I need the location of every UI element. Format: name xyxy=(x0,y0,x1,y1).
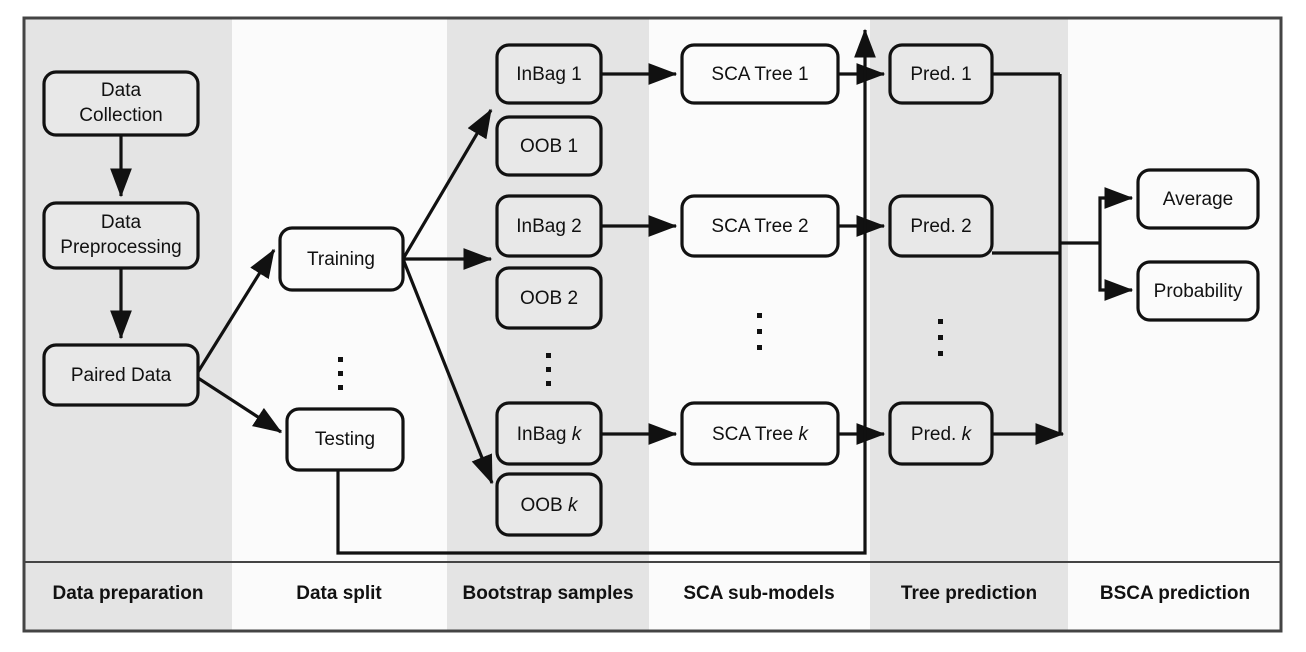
band-bsca-prediction xyxy=(1068,18,1281,631)
edge-training-to-inbag1 xyxy=(401,108,493,260)
node-label: Probability xyxy=(1154,281,1243,302)
node-label: Testing xyxy=(315,429,375,450)
node-label-prefix: Pred. xyxy=(910,64,961,85)
node-label: OOB 2 xyxy=(520,288,578,309)
node-label: Data xyxy=(101,80,142,101)
band-sca-sub-models xyxy=(649,18,870,631)
node-inbag-1[interactable]: InBag 1 xyxy=(495,43,603,105)
node-label-prefix: InBag xyxy=(517,424,572,445)
node-label-prefix: SCA Tree xyxy=(711,216,798,237)
node-label: OOB 1 xyxy=(520,136,578,157)
node-data-preprocessing[interactable]: Data Preprocessing xyxy=(42,201,200,270)
node-label-index: 2 xyxy=(571,216,582,237)
ellipsis-sca xyxy=(757,313,762,350)
node-sca-tree-2[interactable]: SCA Tree 2 xyxy=(680,194,840,258)
node-label-index: k xyxy=(962,424,973,445)
node-label-prefix: OOB xyxy=(520,136,568,157)
node-oob-1[interactable]: OOB 1 xyxy=(495,115,603,177)
node-sca-tree-k[interactable]: SCA Tree k xyxy=(680,401,840,466)
node-label-index: 1 xyxy=(798,64,809,85)
node-label-index: 2 xyxy=(961,216,972,237)
node-label-prefix: InBag xyxy=(516,64,571,85)
node-pred-k[interactable]: Pred. k xyxy=(888,401,994,466)
node-label: InBag 2 xyxy=(516,216,582,237)
node-label: Preprocessing xyxy=(60,237,181,258)
node-label-index: 1 xyxy=(961,64,972,85)
node-label-index: k xyxy=(799,424,810,445)
edge-collector-to-average xyxy=(1098,187,1134,243)
ellipsis-data-split xyxy=(338,357,343,390)
node-training[interactable]: Training xyxy=(278,226,405,292)
band-label-sca-sub-models: SCA sub-models xyxy=(683,583,834,604)
node-testing[interactable]: Testing xyxy=(285,407,405,472)
node-paired-data[interactable]: Paired Data xyxy=(42,343,200,407)
node-label: Pred. k xyxy=(911,424,973,445)
node-label-index: 2 xyxy=(798,216,809,237)
node-label: SCA Tree 1 xyxy=(711,64,808,85)
node-pred-2[interactable]: Pred. 2 xyxy=(888,194,994,258)
edge-collector-to-probability xyxy=(1098,243,1134,301)
node-label-prefix: OOB xyxy=(520,495,568,516)
edge-paired-to-testing xyxy=(197,376,283,434)
node-label: Pred. 1 xyxy=(910,64,971,85)
node-probability[interactable]: Probability xyxy=(1136,260,1260,322)
node-pred-1[interactable]: Pred. 1 xyxy=(888,43,994,105)
node-average[interactable]: Average xyxy=(1136,168,1260,230)
edge-training-to-oobk xyxy=(401,258,494,485)
node-label: InBag k xyxy=(517,424,583,445)
node-label: Collection xyxy=(79,105,162,126)
band-label-bootstrap-samples: Bootstrap samples xyxy=(462,583,633,604)
node-label-prefix: SCA Tree xyxy=(712,424,799,445)
node-label: OOB k xyxy=(520,495,579,516)
band-label-bsca-prediction: BSCA prediction xyxy=(1100,583,1250,604)
node-label-index: 1 xyxy=(571,64,582,85)
node-label: Data xyxy=(101,212,142,233)
node-label-index: 1 xyxy=(567,136,578,157)
node-inbag-k[interactable]: InBag k xyxy=(495,401,603,466)
node-label-index: 2 xyxy=(567,288,578,309)
node-oob-2[interactable]: OOB 2 xyxy=(495,266,603,330)
node-label: SCA Tree k xyxy=(712,424,810,445)
node-label: Training xyxy=(307,249,375,270)
band-label-data-preparation: Data preparation xyxy=(53,583,204,604)
node-label: InBag 1 xyxy=(516,64,582,85)
node-label-index: k xyxy=(568,495,579,516)
band-label-tree-prediction: Tree prediction xyxy=(901,583,1037,604)
ellipsis-bootstrap xyxy=(546,353,551,386)
node-label: Paired Data xyxy=(71,365,172,386)
node-label-prefix: Pred. xyxy=(911,424,962,445)
node-sca-tree-1[interactable]: SCA Tree 1 xyxy=(680,43,840,105)
node-oob-k[interactable]: OOB k xyxy=(495,472,603,537)
node-inbag-2[interactable]: InBag 2 xyxy=(495,194,603,258)
node-label: Average xyxy=(1163,189,1233,210)
node-label-prefix: Pred. xyxy=(910,216,961,237)
node-data-collection[interactable]: Data Collection xyxy=(42,70,200,137)
band-label-data-split: Data split xyxy=(296,583,382,604)
ellipsis-pred xyxy=(938,319,943,356)
frame-border xyxy=(22,16,1283,633)
node-label-index: k xyxy=(572,424,583,445)
edge-paired-to-training xyxy=(196,248,276,373)
node-label-prefix: InBag xyxy=(516,216,571,237)
band-tree-prediction xyxy=(870,18,1068,631)
node-label-prefix: OOB xyxy=(520,288,568,309)
edge-testing-to-tree-bus xyxy=(336,28,876,555)
node-label-prefix: SCA Tree xyxy=(711,64,798,85)
node-label: SCA Tree 2 xyxy=(711,216,808,237)
node-label: Pred. 2 xyxy=(910,216,971,237)
